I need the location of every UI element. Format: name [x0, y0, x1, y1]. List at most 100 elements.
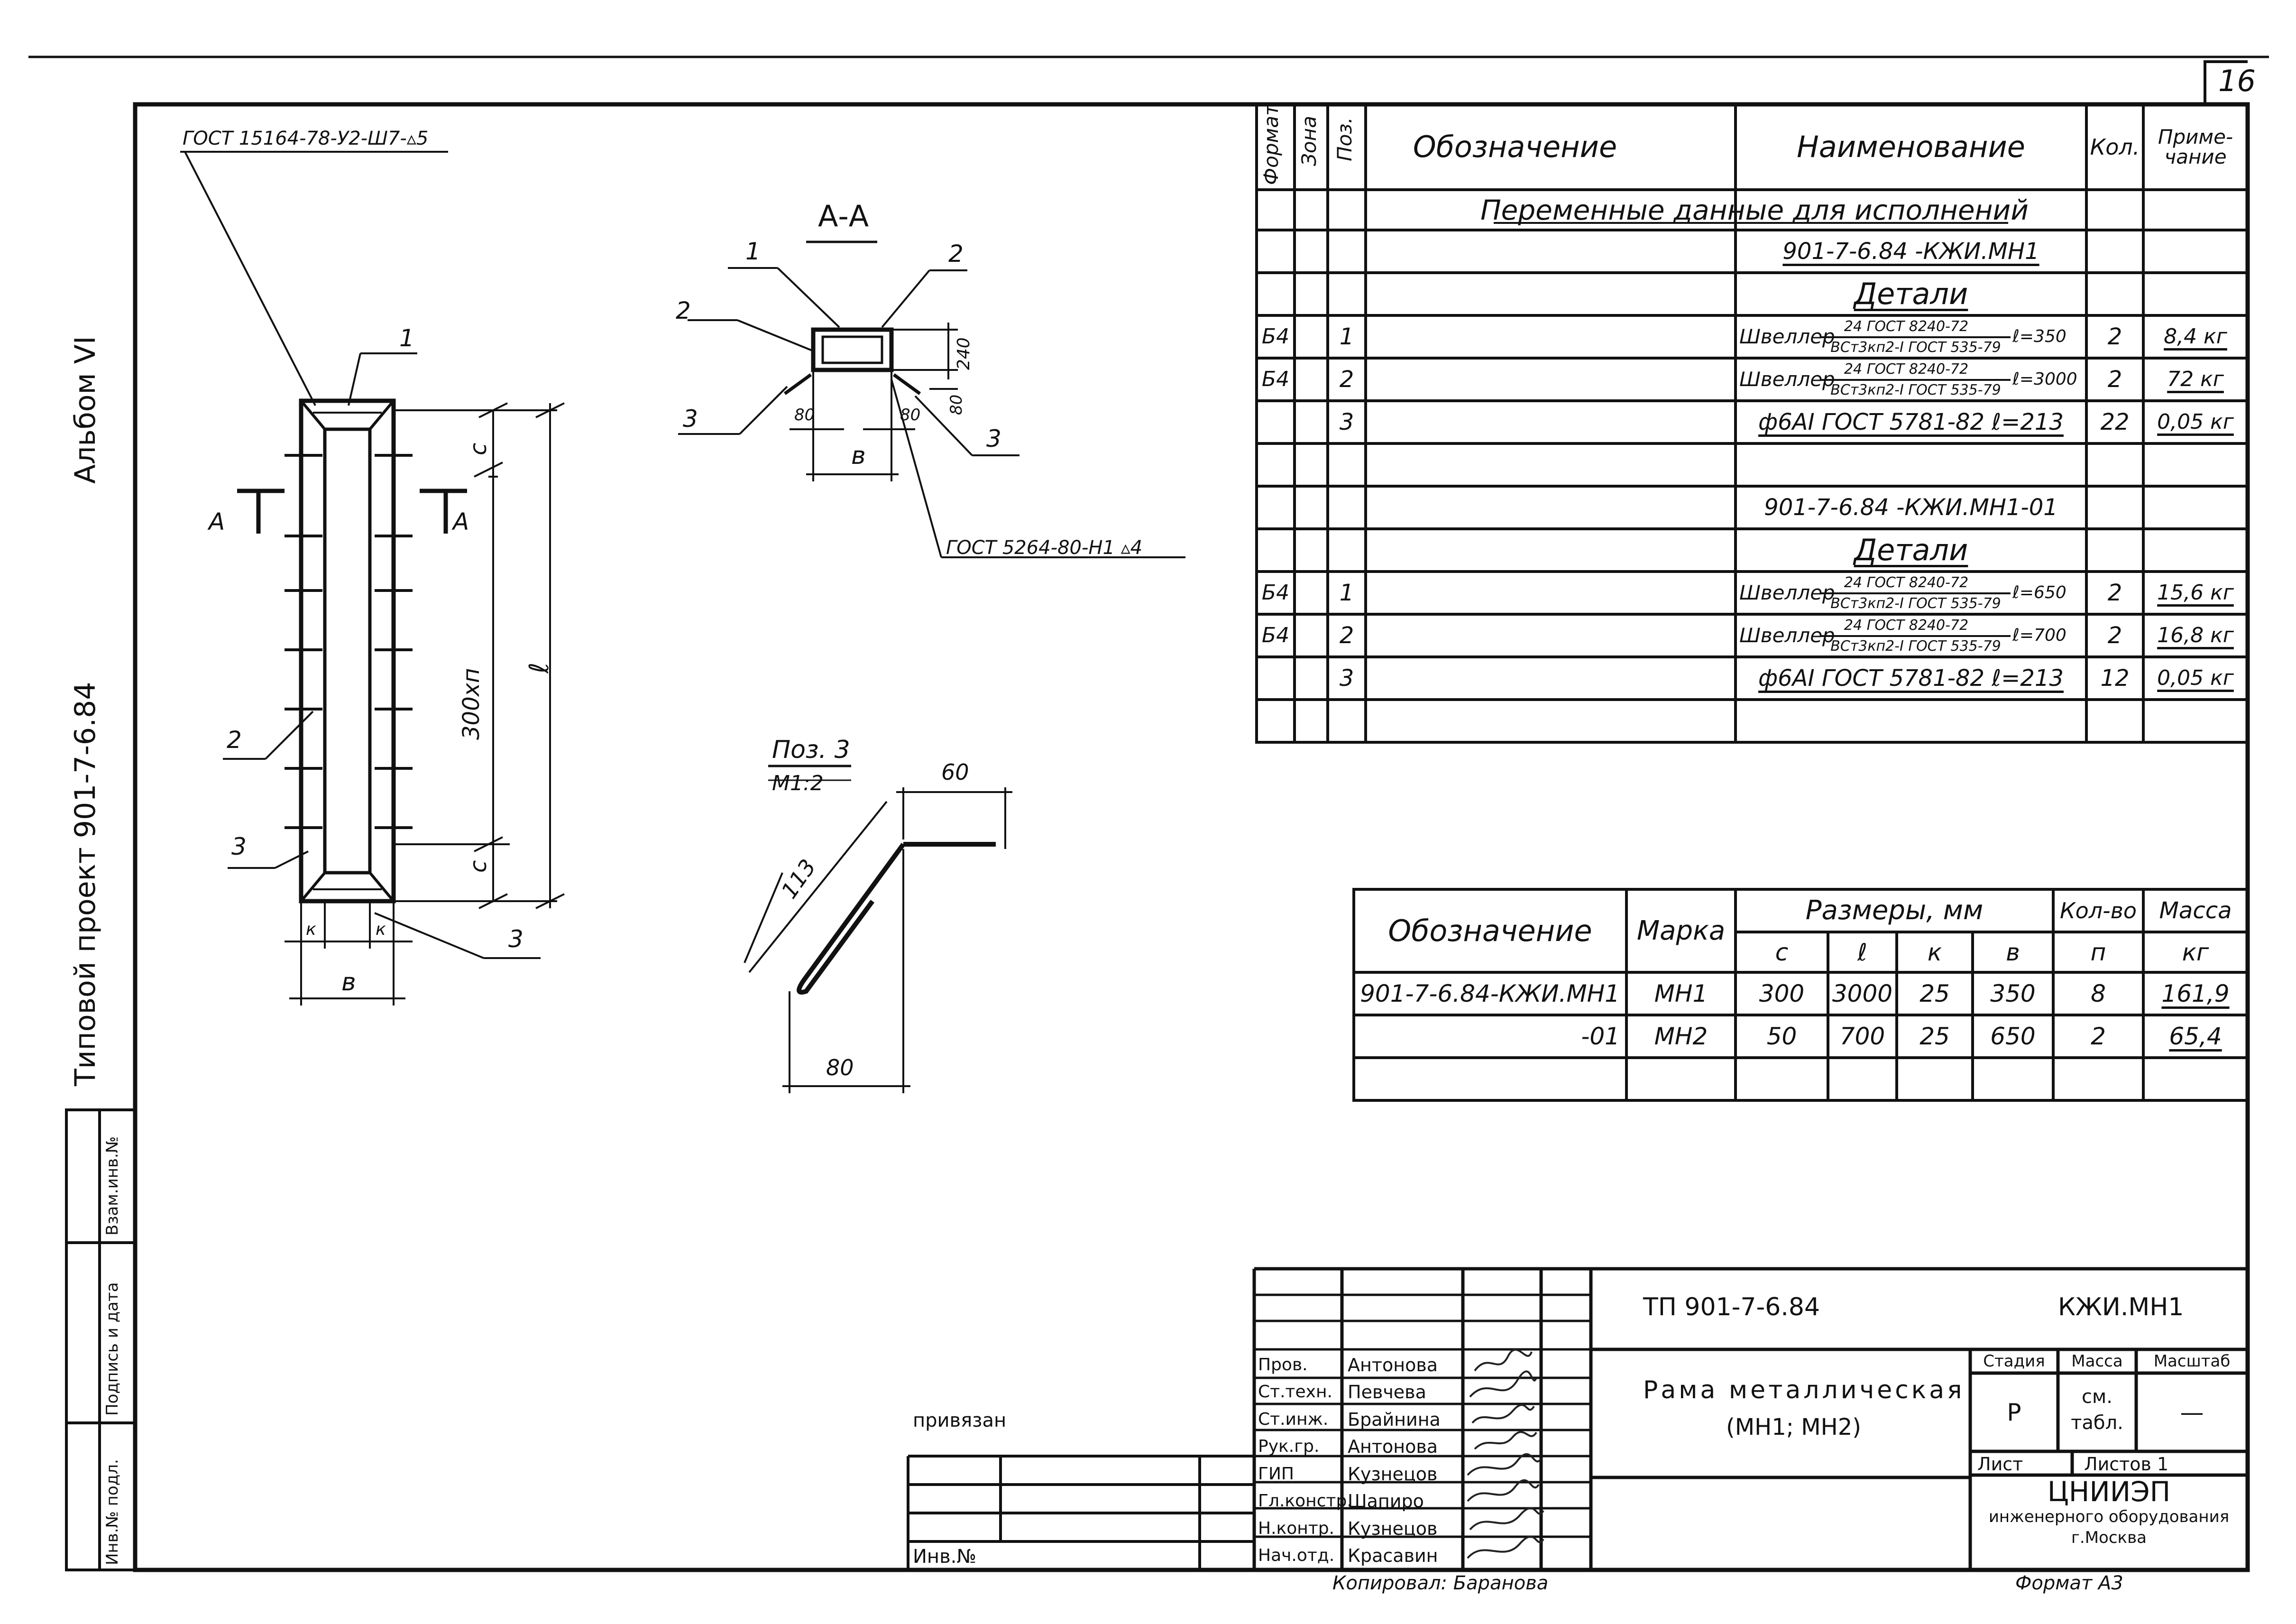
tb-person-name: Шапиро	[1348, 1491, 1424, 1512]
spec-cell-prim	[2143, 230, 2248, 273]
tb-person-name: Певчева	[1348, 1382, 1426, 1403]
tb-masshtab: Масштаб	[2153, 1352, 2231, 1371]
spec-cell-kol: 2	[2107, 366, 2122, 393]
spec-cell-prim: 0,05 кг	[2157, 666, 2234, 690]
spec-cell-prim	[2143, 443, 2248, 486]
spec-cell-prim	[2143, 529, 2248, 572]
spec-cell-poz: 3	[1339, 409, 1354, 435]
section-pos1: 1	[745, 238, 761, 265]
spec-header-prim: Приме-чание	[2158, 125, 2233, 168]
spec-cell-frac-bot: ВСт3кп2-I ГОСТ 535-79	[1821, 592, 2011, 613]
dim-c-bottom: с	[465, 860, 492, 873]
spec-cell-format: Б4	[1261, 367, 1290, 391]
tb-person-role: ГИП	[1258, 1464, 1294, 1484]
spec-cell-prim: 0,05 кг	[2157, 410, 2234, 434]
sizes-sub-c: с	[1775, 938, 1789, 966]
spec-cell-prim: 15,6 кг	[2157, 581, 2234, 605]
spec-cell-kol: 22	[2100, 409, 2130, 435]
cut-label-left: А	[209, 508, 225, 535]
sizes-cell-marka: МН1	[1654, 980, 1708, 1007]
sizes-cell-n: 8	[2091, 980, 2106, 1007]
spec-cell-frac-top: 24 ГОСТ 8240-72	[1844, 318, 1969, 335]
pos3-dim-80: 80	[826, 1055, 854, 1080]
tb-org-2: инженерного оборудования	[1988, 1507, 2230, 1526]
tb-massa-value-1: см.	[2082, 1386, 2112, 1408]
tb-stadia-value: Р	[2007, 1398, 2021, 1426]
spec-cell-shveller: Швеллер	[1739, 325, 1835, 348]
pos3-label-bottom: 3	[508, 925, 523, 953]
spec-cell-format	[1257, 401, 1295, 443]
sizes-cell-l: 3000	[1832, 980, 1893, 1007]
section-pos3-left: 3	[683, 405, 698, 433]
spec-cell-name: ф6АI ГОСТ 5781-82 ℓ=213	[1758, 409, 2064, 435]
spec-cell-format	[1257, 700, 1295, 742]
spec-cell-frac-top: 24 ГОСТ 8240-72	[1844, 617, 1969, 634]
spec-cell-kol: 2	[2107, 323, 2122, 350]
spec-cell-format: Б4	[1261, 581, 1290, 605]
spec-cell-length: ℓ=350	[2012, 327, 2066, 346]
spec-cell-name: 901-7-6.84 -КЖИ.МН1-01	[1764, 494, 2058, 521]
spec-cell-poz	[1328, 230, 1366, 273]
sizes-cell-l: 700	[1839, 1023, 1885, 1050]
pos3-title: Поз. 3	[772, 736, 850, 764]
spec-header-naim: Наименование	[1797, 129, 2025, 164]
spec-header-oboz: Обозначение	[1413, 129, 1617, 164]
dim-k-left: к	[306, 920, 316, 939]
tb-person-role: Рук.гр.	[1258, 1437, 1320, 1456]
tb-masshtab-value: —	[2180, 1398, 2204, 1426]
spec-cell-prim	[2143, 273, 2248, 315]
sizes-header-kol: Кол-во	[2059, 898, 2137, 923]
spec-cell-prim: 16,8 кг	[2157, 623, 2234, 647]
spec-cell-format	[1257, 529, 1295, 572]
inv-podl-label: Инв.№ подл.	[103, 1459, 122, 1565]
dim-80-left: 80	[794, 406, 815, 424]
spec-cell-kol	[2086, 486, 2143, 529]
spec-cell-format	[1257, 273, 1295, 315]
spec-cell-kol	[2086, 230, 2143, 273]
tb-massa-value-2: табл.	[2071, 1412, 2123, 1434]
tb-mark: КЖИ.МН1	[2058, 1293, 2184, 1321]
spec-cell-prim	[2143, 486, 2248, 529]
spec-cell-poz: 2	[1339, 622, 1354, 649]
spec-cell-length: ℓ=700	[2012, 626, 2066, 645]
sizes-sub-n: п	[2090, 938, 2106, 966]
spec-cell-prim: 8,4 кг	[2164, 324, 2227, 349]
tb-person-name: Антонова	[1348, 1436, 1438, 1457]
spec-cell-frac-top: 24 ГОСТ 8240-72	[1844, 574, 1969, 591]
section-pos2-right: 2	[948, 240, 964, 268]
spec-cell-name: Детали	[1854, 277, 1968, 311]
spec-cell-poz	[1328, 273, 1366, 315]
spec-cell-shveller: Швеллер	[1739, 624, 1835, 647]
spec-cell-format: Б4	[1261, 623, 1290, 647]
tb-name-2: (МН1; МН2)	[1726, 1414, 1861, 1440]
sizes-cell-b: 350	[1990, 980, 2036, 1007]
tb-kopiroval: Копировал: Баранова	[1332, 1572, 1549, 1594]
spec-cell-kol	[2086, 529, 2143, 572]
tb-person-role: Н.контр.	[1258, 1518, 1335, 1538]
sizes-cell-marka: МН2	[1654, 1023, 1708, 1050]
dim-l: ℓ	[524, 662, 555, 674]
spec-cell-poz	[1328, 443, 1366, 486]
tb-stadia: Стадия	[1983, 1352, 2045, 1371]
tb-person-role: Гл.констр.	[1258, 1491, 1352, 1511]
tb-code: ТП 901-7-6.84	[1643, 1293, 1820, 1321]
tb-list: Лист	[1977, 1454, 2023, 1475]
spec-cell-poz	[1328, 486, 1366, 529]
spec-cell-frac-bot: ВСт3кп2-I ГОСТ 535-79	[1821, 336, 2011, 357]
weld-top-note: ГОСТ 15164-78-У2-Ш7-▵5	[183, 128, 429, 149]
section-pos3-right: 3	[986, 425, 1001, 452]
pos3-dim-60: 60	[941, 759, 969, 785]
sizes-sub-kg: кг	[2182, 938, 2209, 966]
pos3-scale: М1:2	[772, 771, 824, 795]
spec-cell-kol	[2086, 273, 2143, 315]
tb-org-1: ЦНИИЭП	[2047, 1476, 2171, 1508]
spec-header-kol: Кол.	[2090, 134, 2140, 160]
spec-cell-name: Детали	[1854, 533, 1968, 567]
spec-cell-name: 901-7-6.84 -КЖИ.МН1	[1782, 238, 2039, 265]
pos3-label: 3	[231, 833, 247, 860]
spec-cell-format	[1257, 657, 1295, 700]
sizes-cell-c: 300	[1759, 980, 1805, 1007]
tb-name-1: Рама металлическая	[1643, 1376, 1965, 1404]
spec-cell-frac-bot: ВСт3кп2-I ГОСТ 535-79	[1821, 635, 2011, 656]
